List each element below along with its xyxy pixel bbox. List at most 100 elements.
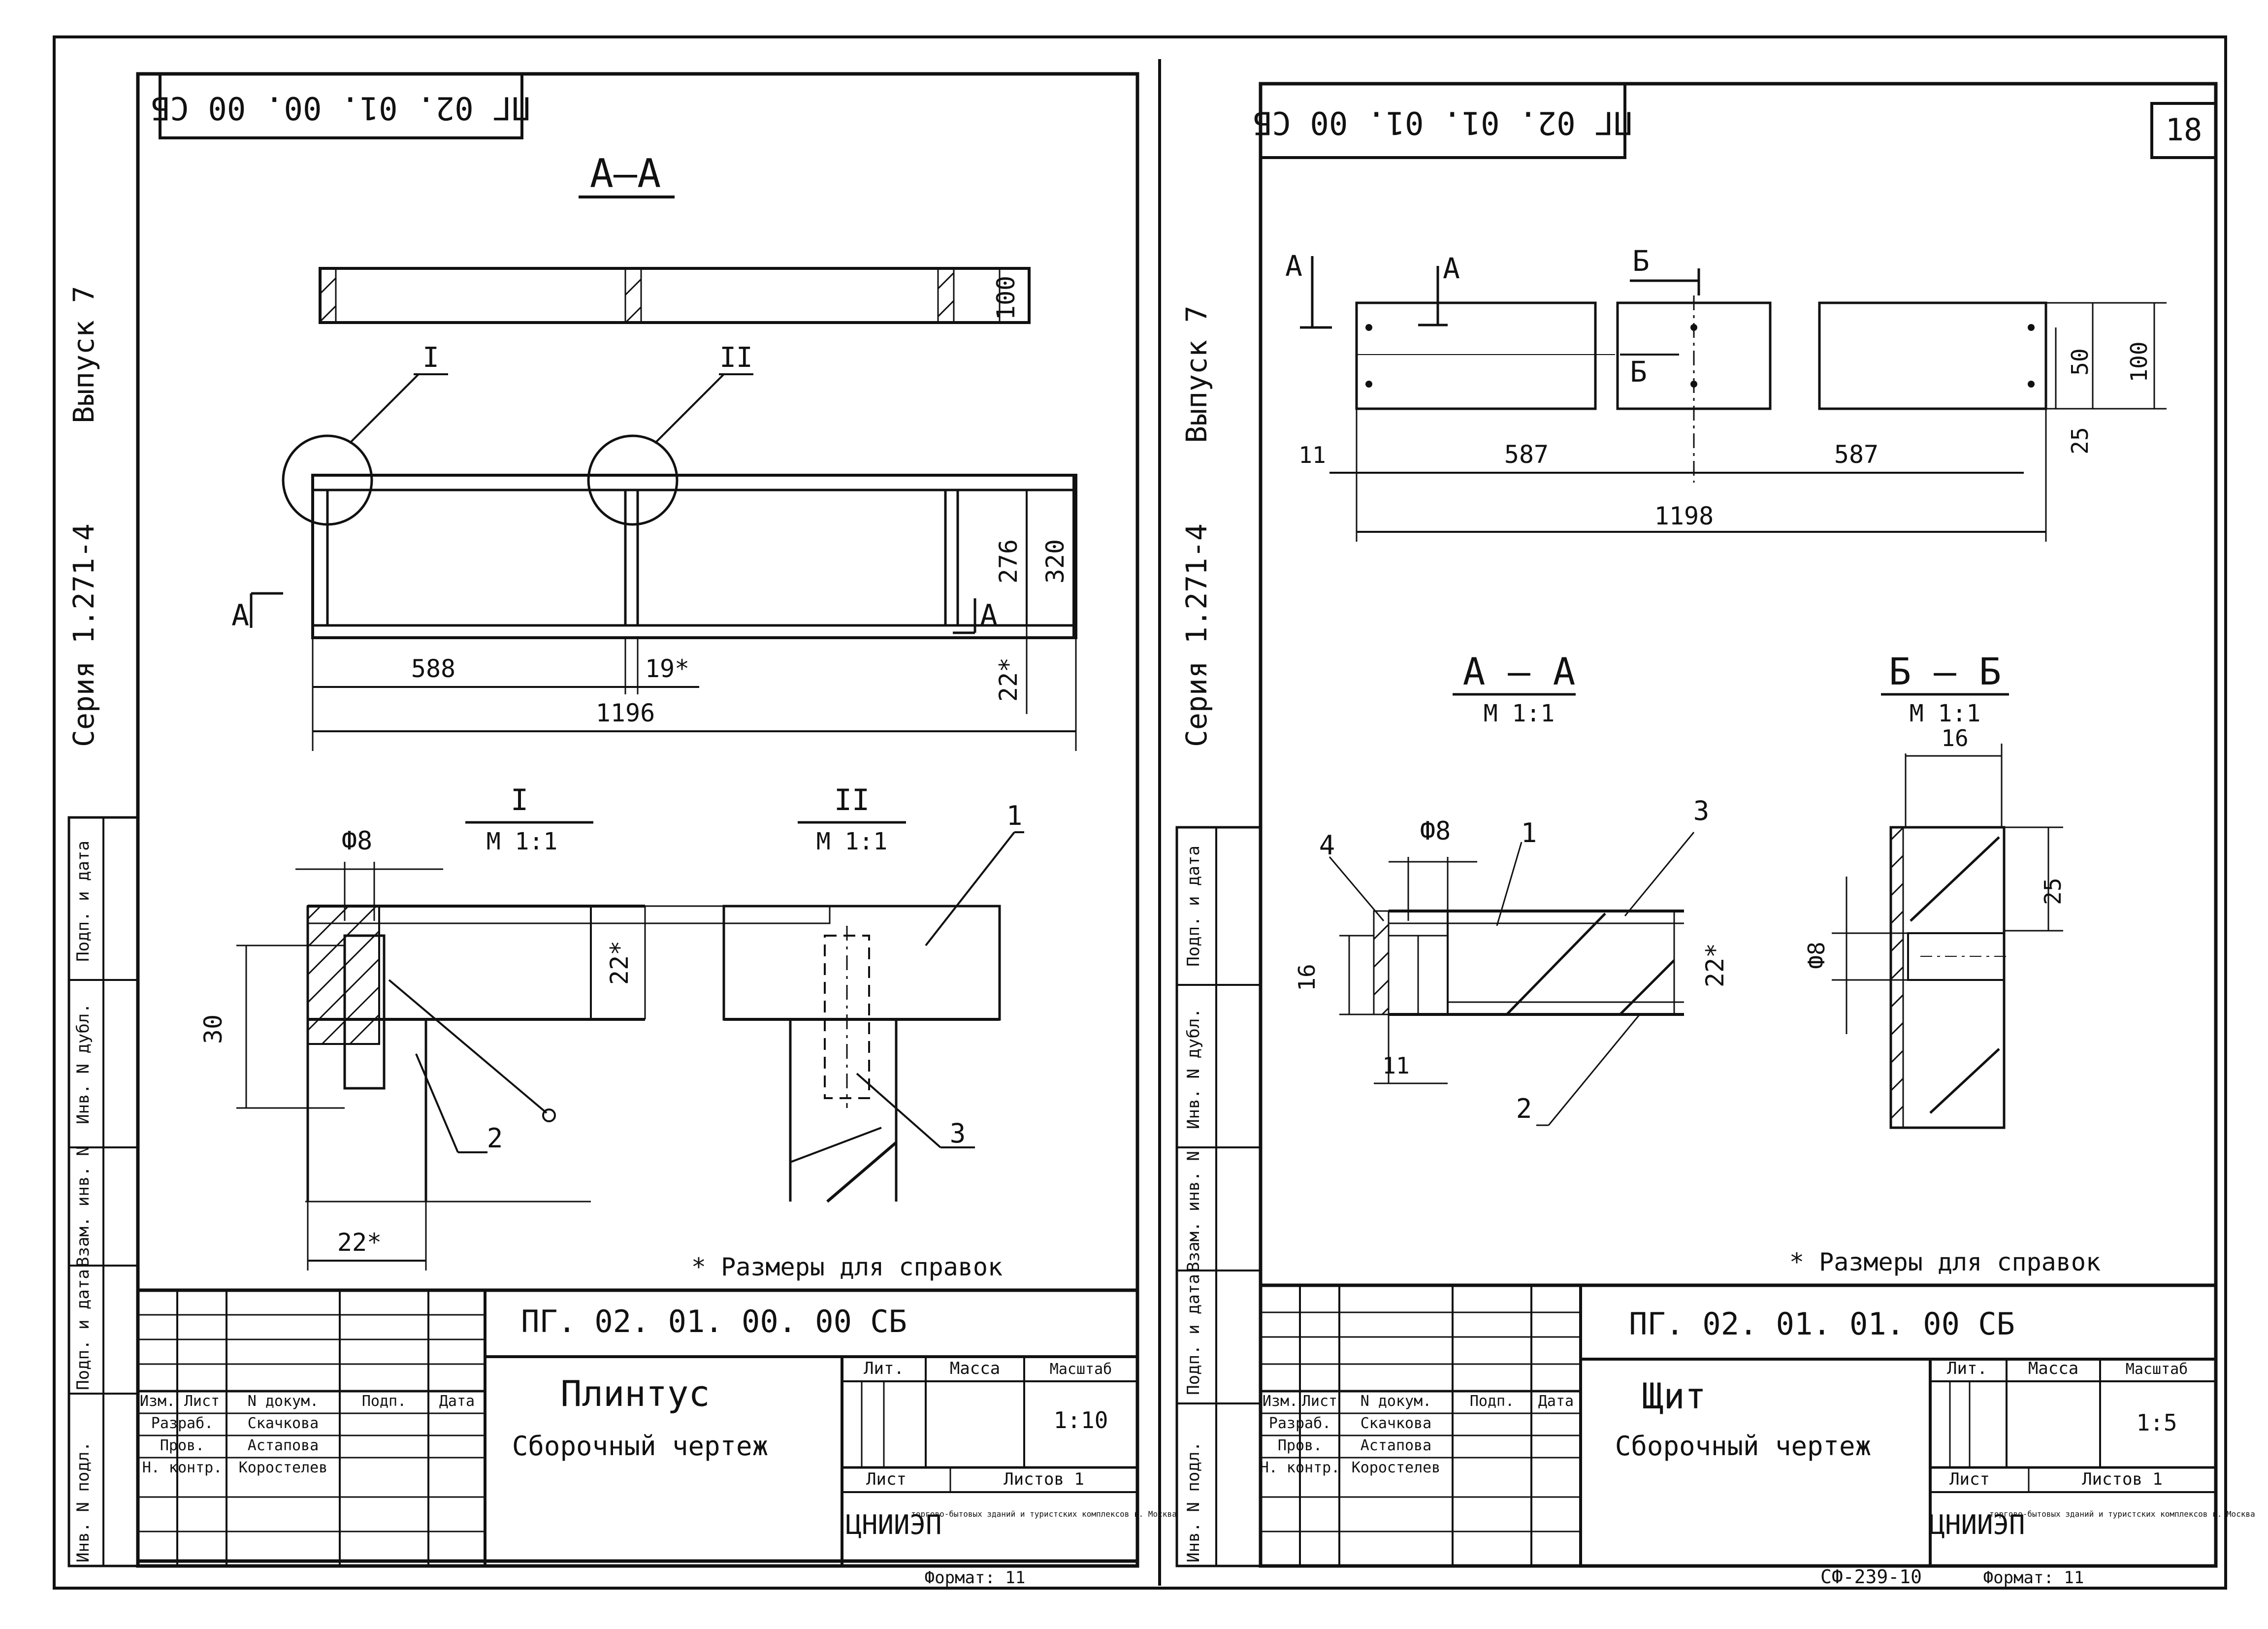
- left-stamp-5: Подп. и дата: [73, 841, 93, 962]
- callout-right-2: 2: [1516, 1093, 1532, 1124]
- callout-right-3: 3: [1693, 795, 1710, 826]
- left-code-box: [159, 72, 523, 139]
- left-tb-r-nkontr: Н. контр.: [142, 1459, 223, 1476]
- right-dim-50: 50: [2067, 348, 2093, 375]
- section-bb-drawing: [1832, 744, 2063, 1129]
- detail-mark-II: II: [719, 342, 752, 374]
- right-tb-massa: Масса: [2028, 1359, 2078, 1378]
- detail-I-scale: М 1:1: [486, 828, 558, 855]
- right-dim-587b: 587: [1834, 440, 1879, 469]
- section-aa-d8: Ф8: [1420, 816, 1451, 846]
- sheet-borders: [53, 35, 2227, 1590]
- right-cut-a2: А: [1443, 252, 1460, 285]
- right-tb-name: Щит: [1642, 1375, 1706, 1417]
- right-tb-n-nkontr: Коростелев: [1352, 1459, 1441, 1476]
- left-tb-r-prov: Пров.: [160, 1437, 204, 1454]
- section-aa-d16: 16: [1294, 964, 1320, 991]
- right-code-box: [1259, 82, 1626, 159]
- right-dim-11: 11: [1298, 442, 1326, 468]
- right-tb-listov: Листов 1: [2082, 1469, 2163, 1489]
- right-side-stamp: [1175, 826, 1262, 1567]
- left-tb-listov: Листов 1: [1004, 1469, 1084, 1489]
- right-tb-col-list: Лист: [1302, 1393, 1337, 1410]
- left-tb-n-nkontr: Коростелев: [239, 1459, 328, 1476]
- left-stamp-1: Инв. N подл.: [73, 1441, 93, 1563]
- right-tb-scale: 1:5: [2136, 1409, 2177, 1436]
- callout-left-2: 2: [487, 1123, 503, 1154]
- left-stamp-4: Инв. N дубл.: [73, 1003, 93, 1124]
- right-code-text: ПГ 02. 01. 01. 00 СБ: [1253, 104, 1633, 140]
- right-issue-label: Выпуск 7: [1180, 305, 1213, 443]
- section-bb-title: Б – Б: [1889, 650, 2002, 693]
- left-tb-org: торгово-бытовых зданий и туристских комп…: [911, 1509, 1176, 1519]
- right-tb-col-data: Дата: [1538, 1393, 1574, 1410]
- callout-right-4: 4: [1319, 830, 1335, 861]
- left-series-label: Серия 1.271-4: [67, 523, 100, 747]
- cut-mark-a-right: А: [980, 598, 998, 633]
- left-section-title: А–А: [590, 151, 661, 196]
- right-tb-masshtab: Масштаб: [2126, 1361, 2188, 1378]
- detail-I-dim-22: 22*: [605, 941, 634, 985]
- callout-left-3: 3: [950, 1118, 966, 1149]
- detail-II-drawing: [722, 831, 1024, 1203]
- left-tb-masshtab: Масштаб: [1050, 1361, 1112, 1378]
- left-stamp-3: Взам. инв. N: [73, 1146, 93, 1267]
- detail-mark-I: I: [422, 342, 439, 374]
- left-dim-1196: 1196: [596, 699, 655, 727]
- right-cut-b1: Б: [1632, 244, 1650, 278]
- detail-II-title: II: [834, 783, 870, 817]
- section-aa-drawing: [1328, 832, 1695, 1126]
- cut-mark-a-left: А: [231, 598, 249, 633]
- right-tb-r-razrab: Разраб.: [1269, 1415, 1331, 1432]
- left-tb-format: Формат: 11: [925, 1568, 1026, 1588]
- left-tb-subtitle: Сборочный чертеж: [512, 1431, 768, 1462]
- detail-I-dim-30: 30: [199, 1014, 227, 1044]
- right-tb-col-ndok: N докум.: [1361, 1393, 1432, 1410]
- right-sheet: ПГ 02. 01. 01. 00 СБ 18 Серия 1.271-4 Вы…: [1175, 82, 2255, 1588]
- right-tb-r-prov: Пров.: [1278, 1437, 1322, 1454]
- section-aa-title: А – А: [1463, 650, 1576, 693]
- right-tb-r-nkontr: Н. контр.: [1260, 1459, 1340, 1476]
- section-aa-scale: М 1:1: [1484, 700, 1555, 727]
- section-aa-d11: 11: [1382, 1052, 1409, 1079]
- right-dim-100: 100: [2126, 341, 2152, 382]
- right-dim-1198: 1198: [1654, 502, 1714, 530]
- right-dim-25: 25: [2067, 427, 2093, 454]
- right-dim-587a: 587: [1504, 440, 1549, 469]
- left-tb-name: Плинтус: [560, 1373, 710, 1414]
- right-page-box: [2150, 102, 2217, 159]
- detail-I-title: I: [511, 783, 528, 817]
- right-page-no: 18: [2166, 112, 2203, 148]
- left-tb-code: ПГ. 02. 01. 00. 00 СБ: [521, 1303, 907, 1339]
- section-bb-scale: М 1:1: [1910, 700, 1981, 727]
- callout-right-1: 1: [1521, 817, 1537, 848]
- right-tb-list: Лист: [1949, 1469, 1990, 1489]
- left-stamp-2: Подп. и дата: [73, 1269, 93, 1390]
- section-bb-d16: 16: [1941, 725, 1968, 751]
- right-tb-n-prov: Астапова: [1361, 1437, 1432, 1454]
- right-tb-code: ПГ. 02. 01. 01. 00 СБ: [1629, 1306, 2015, 1342]
- right-stamp-1: Инв. N подл.: [1184, 1441, 1203, 1563]
- right-series-label: Серия 1.271-4: [1180, 523, 1213, 747]
- section-bb-d8: Ф8: [1803, 942, 1830, 969]
- section-bb-d25: 25: [2040, 878, 2066, 905]
- left-tb-r-razrab: Разраб.: [151, 1415, 213, 1432]
- left-dim-588: 588: [411, 654, 455, 683]
- left-tb-col-data: Дата: [439, 1393, 475, 1410]
- left-tb-n-prov: Астапова: [248, 1437, 319, 1454]
- right-tb-n-razrab: Скачкова: [1361, 1415, 1432, 1432]
- left-dim-22a: 22*: [994, 657, 1023, 702]
- right-tb-org: торгово-бытовых зданий и туристских комп…: [1989, 1509, 2255, 1519]
- right-tb-col-izm: Изм.: [1263, 1393, 1298, 1410]
- left-tb-massa: Масса: [950, 1359, 1000, 1378]
- right-stamp-2: Подп. и дата: [1184, 1274, 1203, 1395]
- left-title-block: [136, 1288, 1139, 1568]
- left-tb-col-list: Лист: [184, 1393, 220, 1410]
- left-dim-19: 19*: [645, 654, 689, 683]
- detail-I-d8: Ф8: [342, 826, 373, 856]
- detail-I-drawing: [236, 862, 831, 1271]
- right-tb-format: Формат: 11: [1983, 1568, 2084, 1588]
- detail-circle-I: [282, 434, 373, 526]
- detail-circle-II: [587, 434, 679, 526]
